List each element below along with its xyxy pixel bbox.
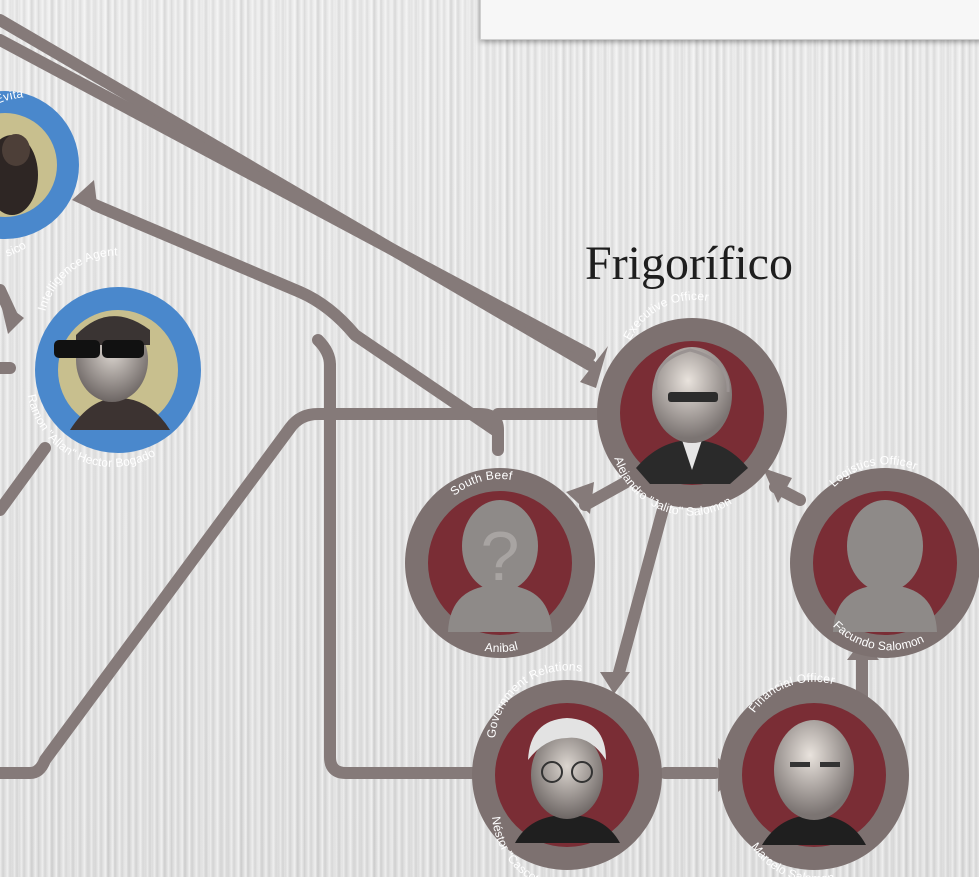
connector-lines xyxy=(0,14,868,779)
group-title: Frigorífico xyxy=(585,237,793,290)
question-mark-icon: ? xyxy=(481,517,520,595)
node-intelligence-agent[interactable]: Intelligence Agent Ramon "Allan" Hector … xyxy=(25,244,201,470)
node-financial-officer[interactable]: Financial Officer Marcelo Salomon xyxy=(719,671,909,877)
node-executive-officer[interactable]: Executive Officer Alejandro "Jalito" Sal… xyxy=(597,289,787,519)
node-logistics-officer[interactable]: Logistics Officer Facundo Salomon xyxy=(790,453,979,658)
node-south-beef[interactable]: ? South Beef Anibal xyxy=(405,468,595,658)
node-government-relations[interactable]: Government Relations Néstor "Cascote" Go… xyxy=(472,659,662,877)
info-box xyxy=(480,0,979,40)
evita-bottom-label: sico xyxy=(3,238,28,260)
node-evita[interactable]: o Evita sico xyxy=(0,86,79,260)
south-beef-bottom-label: Anibal xyxy=(484,639,519,655)
